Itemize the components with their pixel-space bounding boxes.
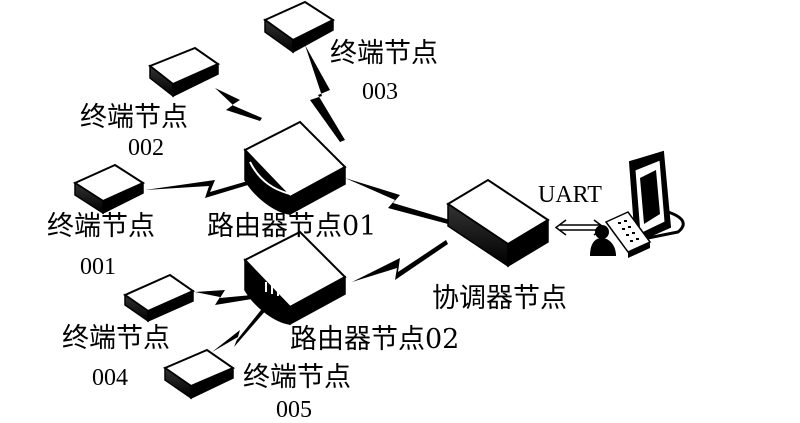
wireless-link-003-router01 [305, 45, 345, 142]
router-node-icon-01 [243, 120, 347, 216]
terminal-label-003-id: 003 [362, 79, 398, 105]
wireless-link-002-router01 [215, 88, 262, 121]
terminal-label-004-name: 终端节点 [62, 323, 170, 354]
terminal-label-005-name: 终端节点 [243, 362, 351, 393]
terminal-label-005-id: 005 [276, 397, 312, 423]
terminal-node-icon-001 [72, 163, 146, 215]
terminal-label-002-id: 002 [128, 135, 164, 161]
router-label-02: 路由器节点02 [290, 324, 460, 355]
wireless-link-005-router02 [212, 305, 268, 352]
coordinator-node-icon [446, 178, 550, 268]
wireless-link-router02-coordinator [352, 240, 448, 282]
terminal-node-icon-002 [148, 46, 221, 98]
terminal-label-001-id: 001 [80, 254, 116, 280]
terminal-node-icon-005 [162, 348, 236, 400]
computer-icon [590, 150, 685, 258]
wireless-link-004-router02 [195, 290, 252, 305]
wireless-link-router01-coordinator [345, 178, 450, 224]
terminal-node-icon-004 [122, 273, 196, 323]
wireless-link-001-router01 [145, 178, 258, 198]
terminal-label-004-id: 004 [92, 365, 128, 391]
coordinator-label: 协调器节点 [432, 283, 567, 314]
terminal-label-003-name: 终端节点 [330, 38, 438, 69]
terminal-label-001-name: 终端节点 [47, 211, 155, 242]
terminal-label-002-name: 终端节点 [80, 102, 188, 133]
uart-label: UART [538, 182, 602, 208]
terminal-node-icon-003 [263, 0, 336, 54]
router-label-01: 路由器节点01 [207, 211, 377, 242]
router-node-icon-02 [243, 230, 347, 326]
